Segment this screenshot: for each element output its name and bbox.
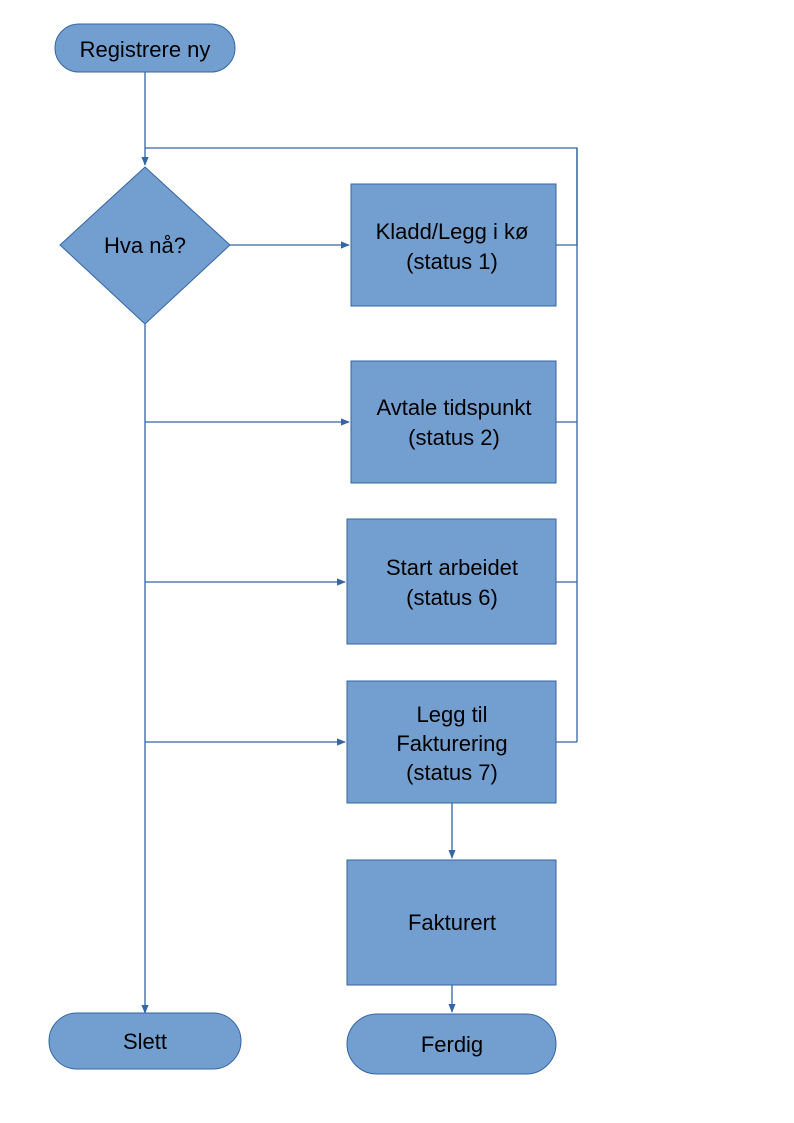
process-step-2-line-1: Avtale tidspunkt — [377, 395, 532, 420]
process-step-2-shape — [350, 360, 557, 484]
decision-node: Hva nå? — [59, 166, 231, 325]
delete-terminator: Slett — [48, 1012, 242, 1070]
process-step-2-line-2: (status 2) — [408, 425, 500, 450]
process-step-3-line-2: (status 6) — [406, 585, 498, 610]
finish-terminator-shape — [346, 1013, 557, 1075]
process-invoiced: Fakturert — [346, 859, 557, 986]
process-step-1-shape — [350, 183, 557, 307]
process-step-3-shape — [346, 518, 557, 645]
start-terminator-shape — [54, 23, 236, 73]
finish-terminator-label: Ferdig — [421, 1032, 483, 1057]
process-step-2: Avtale tidspunkt (status 2) — [350, 360, 557, 484]
process-step-4-line-1: Legg til — [417, 702, 488, 727]
decision-label: Hva nå? — [104, 233, 186, 258]
process-step-4-line-2: Fakturering — [396, 731, 507, 756]
process-step-4-line-3: (status 7) — [406, 760, 498, 785]
process-step-3: Start arbeidet (status 6) — [346, 518, 557, 645]
delete-terminator-shape — [48, 1012, 242, 1070]
process-invoiced-shape — [346, 859, 557, 986]
delete-terminator-label: Slett — [123, 1029, 167, 1054]
decision-shape — [59, 166, 231, 325]
process-step-1-line-1: Kladd/Legg i kø — [376, 219, 529, 244]
process-invoiced-label: Fakturert — [408, 910, 496, 935]
start-terminator: Registrere ny — [54, 23, 236, 73]
process-step-1-line-2: (status 1) — [406, 249, 498, 274]
process-step-4-shape — [346, 680, 557, 804]
process-step-1: Kladd/Legg i kø (status 1) — [350, 183, 557, 307]
process-step-3-line-1: Start arbeidet — [386, 555, 518, 580]
finish-terminator: Ferdig — [346, 1013, 557, 1075]
process-step-4: Legg til Fakturering (status 7) — [346, 680, 557, 804]
connectors — [141, 72, 578, 1014]
start-terminator-label: Registrere ny — [80, 37, 211, 62]
